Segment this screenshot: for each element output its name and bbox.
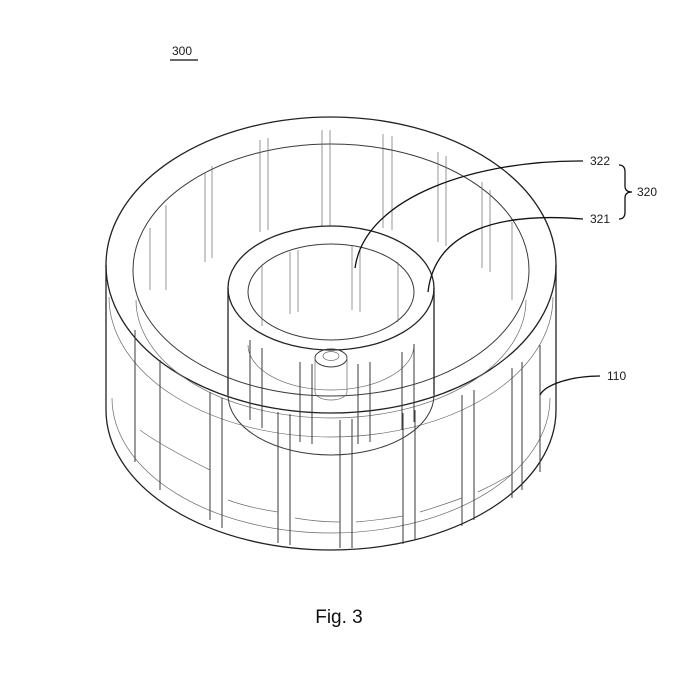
leader-lines (170, 59, 633, 396)
back-blades (149, 130, 513, 300)
floor-ellipse (135, 299, 527, 419)
inner-front-blades (249, 340, 415, 444)
leader-321 (427, 216, 584, 293)
inner-bottom-edge (227, 394, 435, 456)
inner-floor-edge (247, 344, 415, 391)
outer-cage (105, 116, 557, 551)
brace-320 (618, 164, 633, 220)
inner-rim-inner-edge (247, 243, 415, 341)
figure-caption: Fig. 3 (315, 607, 363, 628)
outer-rim-outer-edge (105, 116, 557, 414)
label-320: 320 (637, 185, 657, 199)
inner-back-blades (261, 246, 399, 326)
leader-322 (354, 160, 584, 269)
label-110: 110 (607, 369, 626, 383)
inner-cylinder (227, 225, 435, 456)
front-blades (134, 330, 541, 548)
label-321: 321 (590, 212, 610, 226)
inner-rim-outer-edge (227, 225, 435, 351)
label-322: 322 (590, 154, 610, 168)
outer-rim-inner-edge (132, 143, 530, 397)
outer-bottom-inner-edge (111, 397, 551, 534)
outer-bottom-edge (105, 409, 557, 551)
label-300: 300 (172, 44, 192, 58)
hub-shaft (314, 358, 348, 401)
hub-hole (322, 351, 340, 361)
leader-110 (539, 375, 601, 396)
